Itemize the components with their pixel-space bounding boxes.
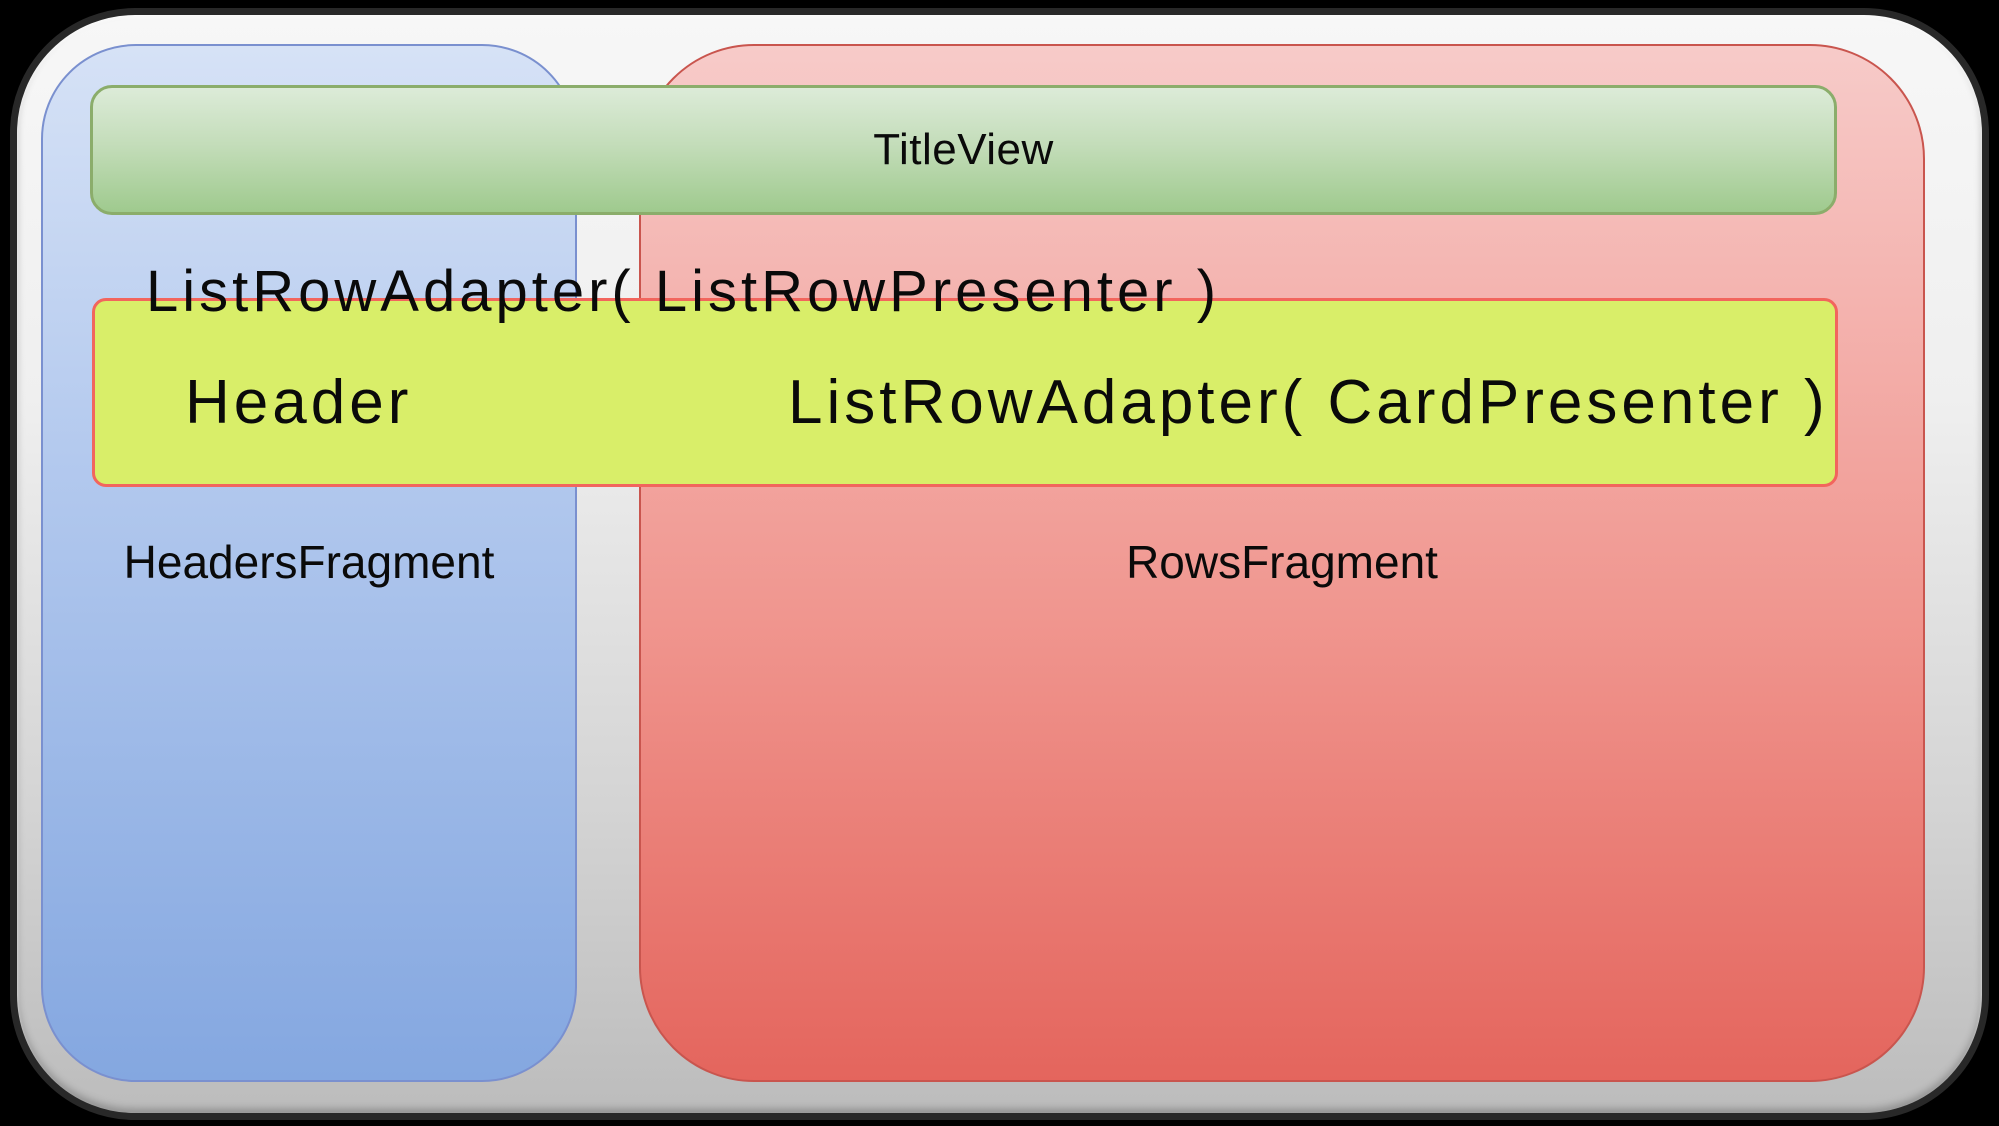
title-view-label: TitleView xyxy=(873,125,1054,174)
list-row-bar xyxy=(92,298,1838,487)
title-view-bar: TitleView xyxy=(90,85,1837,215)
list-row-adapter-caption: ListRowAdapter( ListRowPresenter ) xyxy=(146,259,1221,324)
rows-fragment-box xyxy=(639,44,1925,1082)
card-presenter-adapter-label: ListRowAdapter( CardPresenter ) xyxy=(788,368,1829,437)
rows-fragment-label: RowsFragment xyxy=(1126,536,1438,588)
headers-fragment-box xyxy=(41,44,577,1082)
row-header-label: Header xyxy=(185,368,413,437)
headers-fragment-label: HeadersFragment xyxy=(123,536,495,588)
